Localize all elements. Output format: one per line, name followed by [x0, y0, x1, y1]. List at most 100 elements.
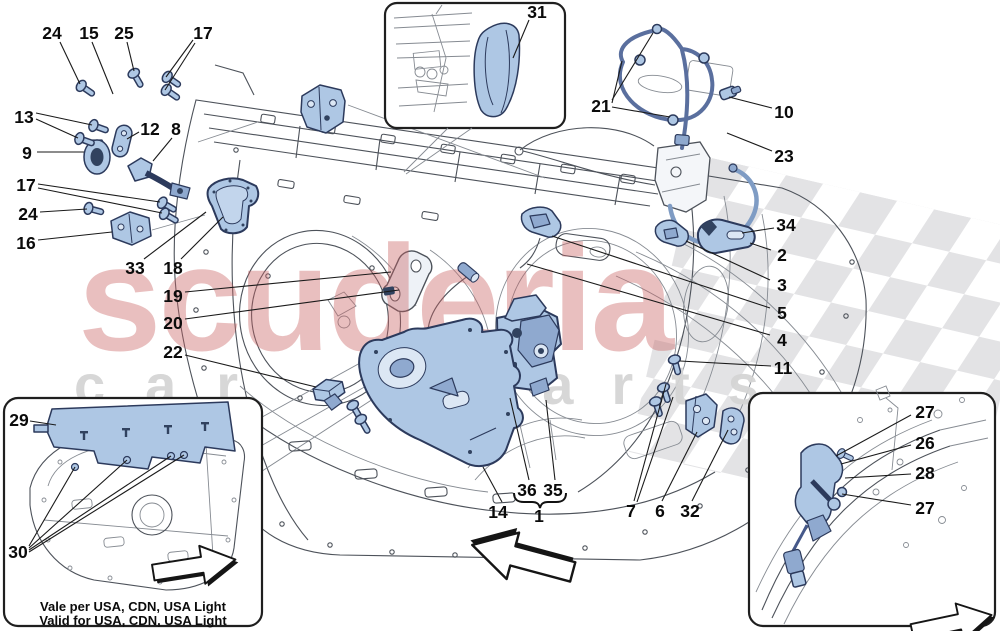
part-plate-12: [111, 124, 133, 158]
callout-33: 33: [125, 258, 145, 278]
callout-26: 26: [915, 433, 935, 453]
callout-19: 19: [163, 286, 183, 306]
leader-line-21: [611, 32, 654, 101]
leader-line-24: [59, 41, 81, 85]
callout-4: 4: [777, 330, 787, 350]
callout-10: 10: [774, 102, 794, 122]
callout-27: 27: [915, 498, 934, 518]
leader-line-25: [126, 41, 135, 72]
leader-line-14: [482, 466, 503, 503]
callout-28: 28: [915, 463, 935, 483]
leader-line-31: [512, 19, 530, 59]
callout-32: 32: [680, 501, 700, 521]
callout-31: 31: [527, 2, 547, 22]
leader-line-21: [611, 106, 671, 118]
leader-line-11: [679, 360, 772, 367]
brace-group-1: [513, 492, 567, 509]
blue-parts: [72, 23, 759, 467]
leader-line-19: [184, 271, 392, 293]
callout-14: 14: [488, 502, 508, 522]
leader-line-22: [184, 354, 317, 388]
part-window-regulator-21: [617, 23, 715, 150]
leader-line-28: [844, 473, 912, 479]
callout-29: 29: [9, 410, 29, 430]
part-regulator-panel-14: [358, 317, 524, 467]
leader-line-7: [633, 383, 667, 502]
leader-line-23: [726, 132, 773, 152]
leader-line-30: [28, 454, 185, 553]
callout-27: 27: [915, 402, 934, 422]
callout-13: 13: [14, 107, 34, 127]
part-hinge-6: [685, 393, 718, 438]
callout-35: 35: [543, 480, 563, 500]
leader-line-20: [184, 289, 400, 320]
callout-8: 8: [171, 119, 181, 139]
callout-12: 12: [140, 119, 160, 139]
leader-line-27: [835, 414, 912, 457]
callout-17: 17: [16, 175, 35, 195]
leader-line-16: [37, 231, 113, 241]
part-handle-rail-2: [696, 218, 756, 255]
part-hinge-15: [300, 84, 346, 134]
leader-line-30: [28, 466, 76, 547]
callout-1: 1: [534, 506, 544, 526]
leader-line-13: [35, 118, 79, 139]
leader-line-36: [509, 397, 530, 481]
callout-23: 23: [774, 146, 794, 166]
part-clip-3: [654, 219, 689, 247]
note-line-2: Valid for USA, CDN, USA Light: [39, 613, 227, 628]
callout-6: 6: [655, 501, 665, 521]
callout-36: 36: [517, 480, 537, 500]
leader-line-32: [691, 429, 729, 502]
part-hinge-16: [110, 211, 152, 246]
callout-34: 34: [776, 215, 796, 235]
leader-line-10: [728, 96, 773, 109]
leader-line-35: [545, 399, 556, 481]
callout-3: 3: [777, 275, 787, 295]
leader-line-33: [143, 211, 207, 260]
leader-line-3: [685, 240, 771, 281]
leader-line-5: [551, 235, 771, 309]
callout-5: 5: [777, 303, 787, 323]
part-door-check-8: [127, 157, 191, 200]
inset-shield: [383, 1, 567, 175]
part-switch-22: [312, 378, 346, 411]
leader-line-12: [126, 131, 140, 140]
callout-16: 16: [16, 233, 36, 253]
inset-sill-latch: [747, 385, 997, 628]
leader-line-6: [661, 431, 698, 502]
leader-line-26: [840, 444, 912, 465]
callout-20: 20: [163, 313, 183, 333]
leader-line-34: [741, 227, 775, 234]
leader-line-13: [35, 112, 93, 126]
leader-line-17: [164, 42, 196, 91]
inset-door-panel: [2, 396, 264, 628]
note-line-1: Vale per USA, CDN, USA Light: [40, 599, 227, 614]
direction-arrow-center: [461, 515, 582, 597]
leader-line-17: [37, 187, 163, 214]
leader-line-18: [180, 216, 224, 260]
leader-line-15: [91, 41, 114, 95]
leader-line-8: [152, 137, 173, 162]
leader-line-2: [749, 242, 772, 251]
callout-17: 17: [193, 23, 212, 43]
part-lever-5: [520, 206, 562, 238]
callout-24: 24: [18, 204, 38, 224]
leader-line-29: [29, 420, 57, 426]
part-shield-31: [473, 22, 521, 118]
leader-line-17: [165, 39, 194, 78]
leader-line-7: [636, 396, 674, 503]
callout-30: 30: [8, 542, 28, 562]
panel-29-slots: [80, 422, 209, 440]
callout-22: 22: [163, 342, 183, 362]
part-elbow-10: [718, 85, 742, 101]
callout-11: 11: [774, 358, 793, 378]
callout-18: 18: [163, 258, 183, 278]
callout-15: 15: [79, 23, 99, 43]
leader-line-30: [28, 455, 172, 551]
callout-7: 7: [626, 501, 636, 521]
leader-lines: [28, 19, 912, 553]
part-latch-assembly-26: [783, 443, 856, 588]
